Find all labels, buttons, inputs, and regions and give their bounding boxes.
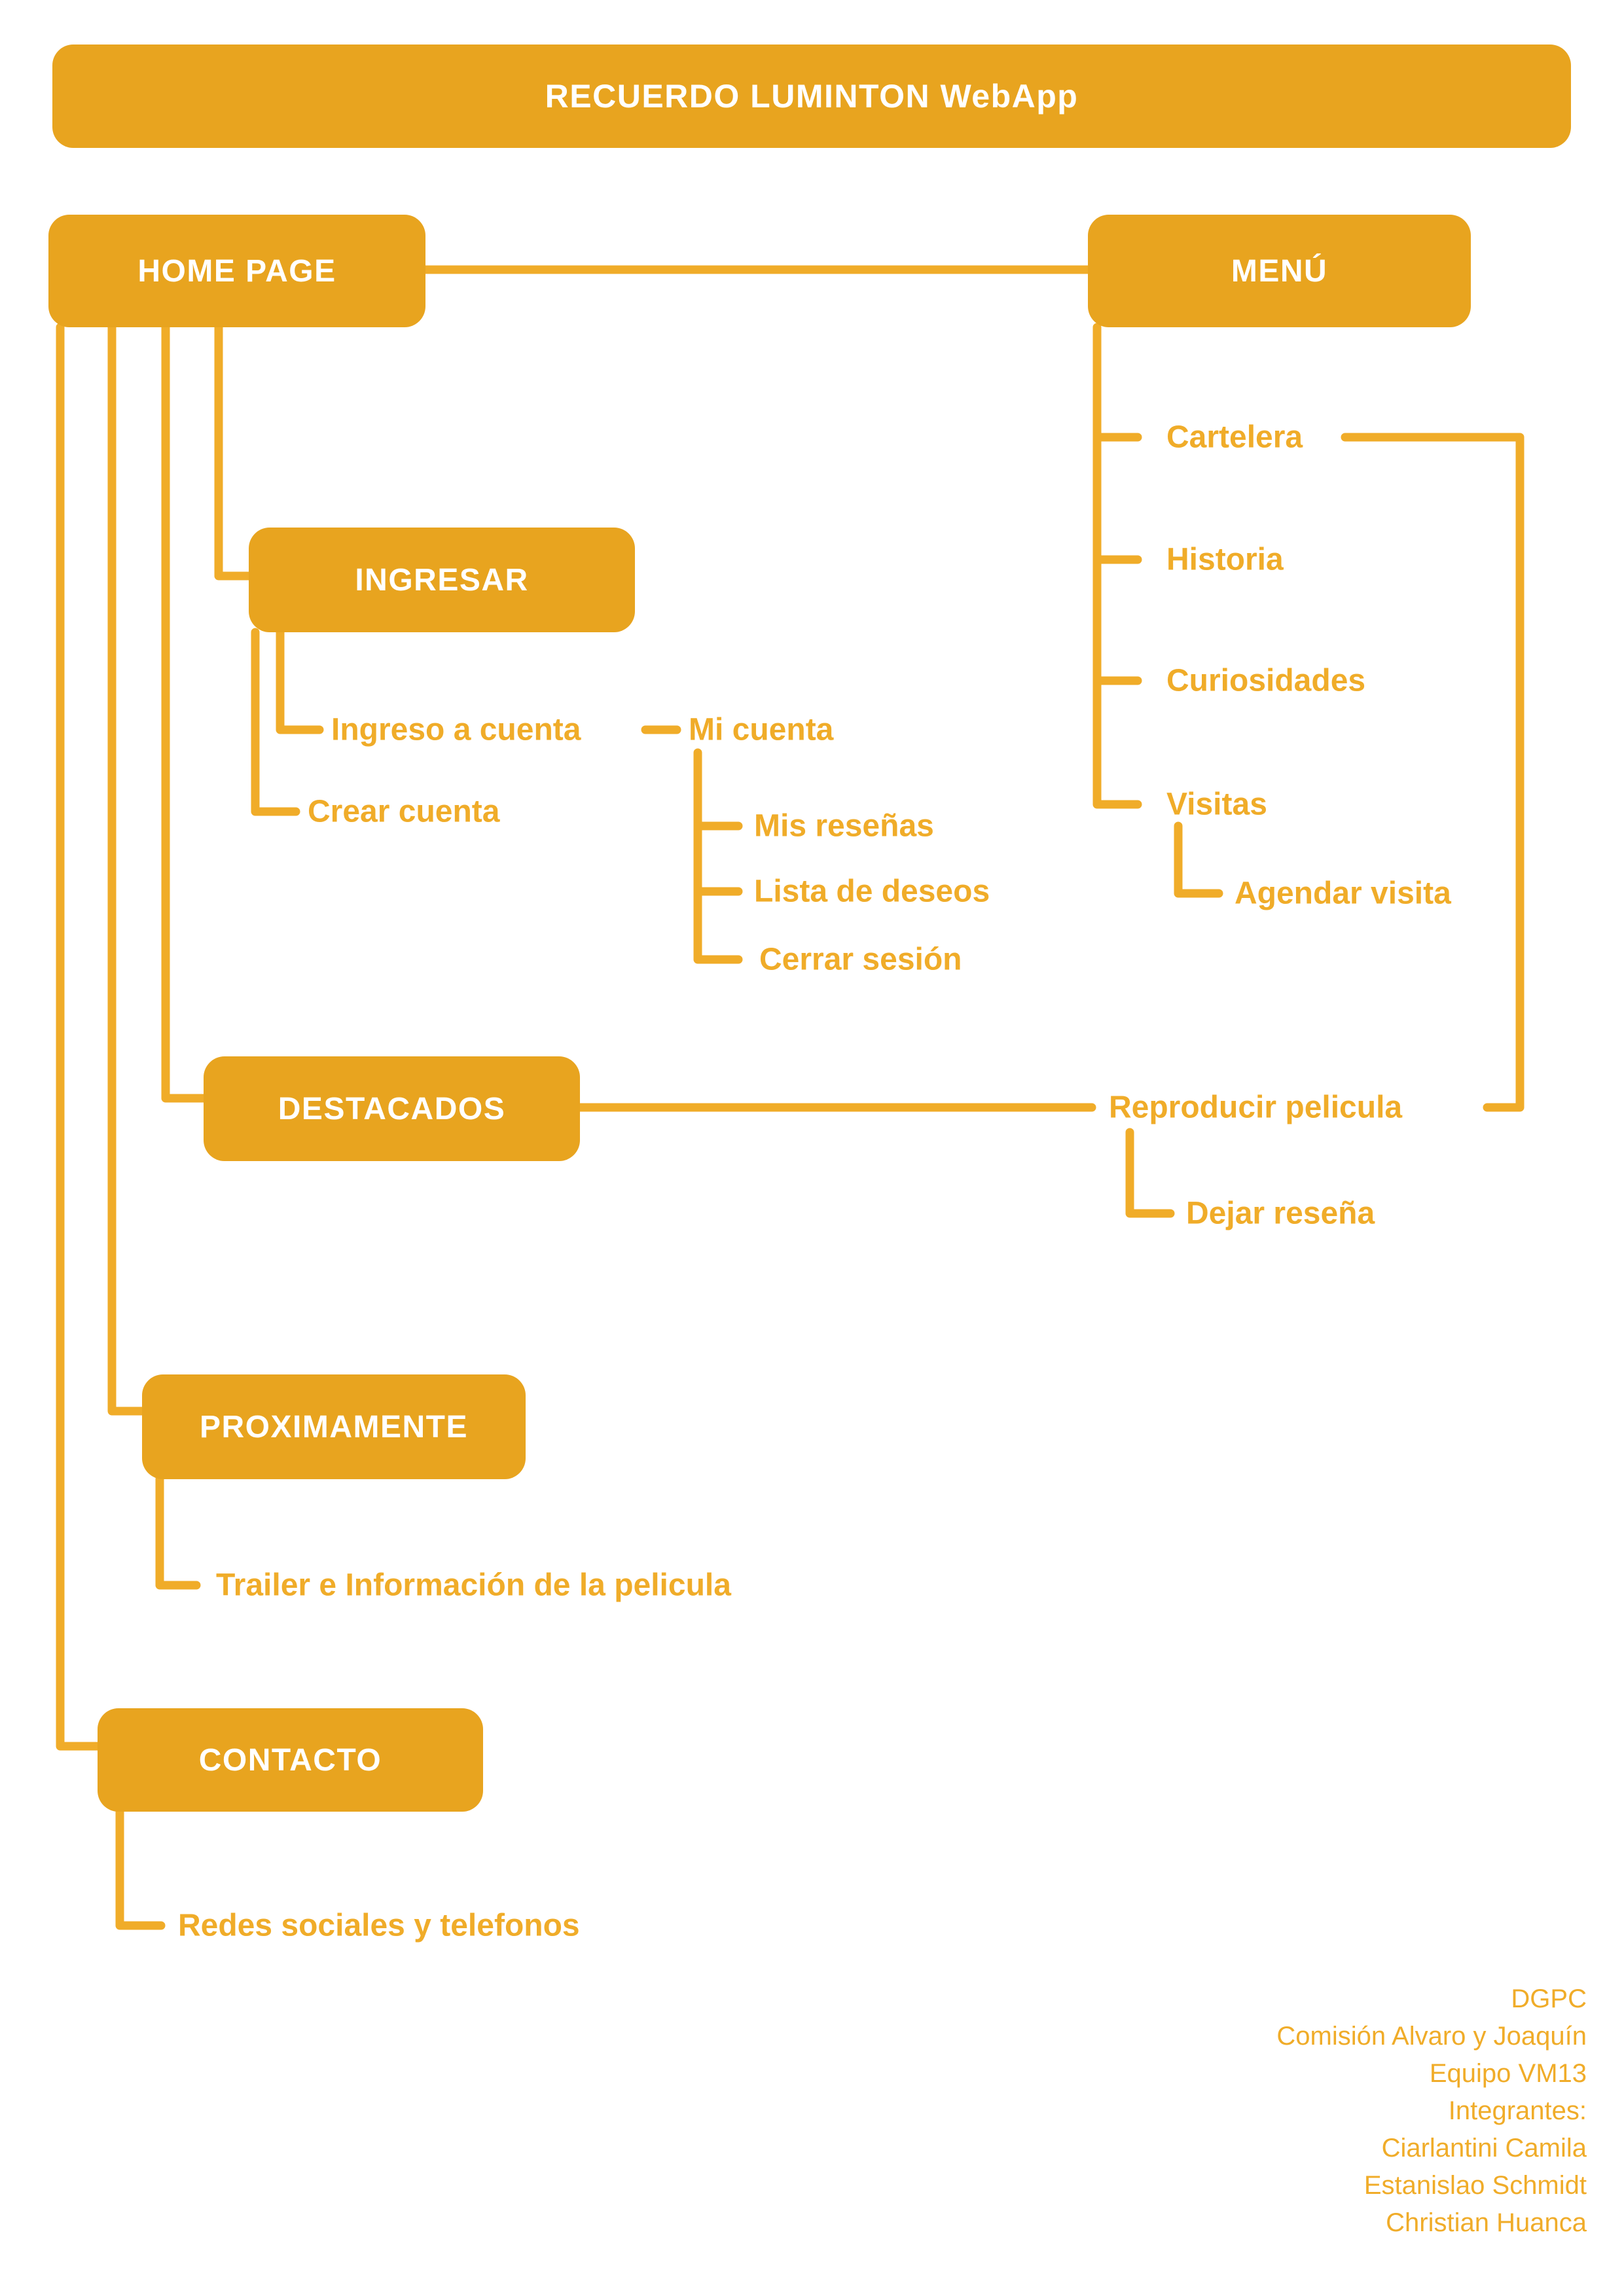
connector-ingresar-crear-cuenta <box>251 628 300 816</box>
item-crear-cuenta: Crear cuenta <box>308 794 500 829</box>
item-reproducir-pelicula: Reproducir pelicula <box>1109 1090 1403 1125</box>
connector-home-destacados <box>161 323 211 1103</box>
item-curiosidades: Curiosidades <box>1166 663 1366 698</box>
credits-line: Equipo VM13 <box>1429 2059 1587 2088</box>
credits-line: Ciarlantini Camila <box>1381 2134 1587 2162</box>
connector-menu-tree <box>1092 323 1142 809</box>
credits-line: Estanislao Schmidt <box>1363 2171 1587 2200</box>
item-cerrar-sesion: Cerrar sesión <box>759 942 962 977</box>
node-contacto: CONTACTO <box>98 1708 483 1812</box>
app-title: RECUERDO LUMINTON WebApp <box>545 78 1079 115</box>
node-home-page-label: HOME PAGE <box>137 253 336 289</box>
credits-line: Integrantes: <box>1448 2096 1587 2125</box>
node-proximamente-label: PROXIMAMENTE <box>199 1409 468 1444</box>
item-agendar-visita: Agendar visita <box>1235 876 1451 911</box>
node-home-page: HOME PAGE <box>48 215 425 327</box>
connector-proximamente-trailer <box>155 1475 201 1590</box>
item-redes-sociales: Redes sociales y telefonos <box>178 1908 580 1943</box>
item-cartelera: Cartelera <box>1166 420 1303 455</box>
connector-contacto-redes <box>115 1807 166 1930</box>
credits-block: DGPC Comisión Alvaro y Joaquín Equipo VM… <box>1276 1981 1587 2242</box>
item-historia: Historia <box>1166 542 1284 577</box>
credits-line: DGPC <box>1511 1984 1587 2013</box>
node-proximamente: PROXIMAMENTE <box>142 1374 526 1479</box>
item-trailer-info: Trailer e Información de la pelicula <box>216 1568 731 1603</box>
connector-reproducir-dejar-resena <box>1125 1128 1175 1218</box>
credits-line: Comisión Alvaro y Joaquín <box>1276 2022 1587 2051</box>
connector-mi-cuenta-tree <box>693 748 743 964</box>
node-destacados: DESTACADOS <box>204 1056 580 1161</box>
item-mi-cuenta: Mi cuenta <box>689 712 834 747</box>
connector-cartelera-reproducir <box>1341 433 1525 1112</box>
node-ingresar-label: INGRESAR <box>355 562 529 598</box>
node-contacto-label: CONTACTO <box>198 1742 382 1778</box>
item-lista-de-deseos: Lista de deseos <box>754 874 990 909</box>
item-visitas: Visitas <box>1166 787 1267 822</box>
item-mis-resenas: Mis reseñas <box>754 808 934 844</box>
credits-line: Christian Huanca <box>1386 2208 1587 2237</box>
connector-home-proximamente <box>107 323 150 1416</box>
node-destacados-label: DESTACADOS <box>278 1091 506 1126</box>
connector-home-contacto <box>56 323 106 1751</box>
connector-home-ingresar <box>214 323 259 581</box>
connector-ingresar-ingreso-cuenta <box>276 628 324 734</box>
app-title-bar: RECUERDO LUMINTON WebApp <box>52 45 1571 148</box>
item-ingreso-a-cuenta: Ingreso a cuenta <box>331 712 581 747</box>
connector-visitas-agendar <box>1174 821 1223 898</box>
node-menu-label: MENÚ <box>1231 253 1328 289</box>
item-dejar-resena: Dejar reseña <box>1186 1196 1375 1231</box>
node-menu: MENÚ <box>1088 215 1471 327</box>
node-ingresar: INGRESAR <box>249 528 635 632</box>
